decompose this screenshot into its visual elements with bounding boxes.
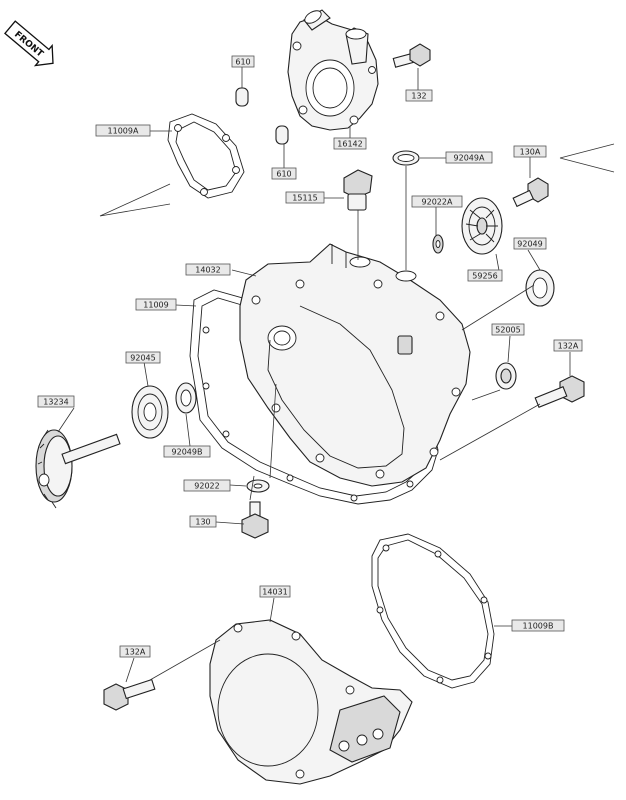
part-number-text: 92049A <box>454 154 485 163</box>
oil-seal-92049-icon <box>525 269 555 307</box>
part-number-text: 16142 <box>337 140 362 149</box>
bolt-132a-right-icon <box>534 375 585 408</box>
part-number-text: 132A <box>558 342 579 351</box>
part-label-p14032: 14032 <box>185 263 231 276</box>
part-label-box <box>135 298 177 311</box>
part-label-box <box>185 263 231 276</box>
part-label-p130a: 130A <box>513 145 547 158</box>
part-number-text: 92045 <box>130 354 155 363</box>
part-label-box <box>183 479 231 492</box>
front-arrow-badge: FRONT <box>4 20 54 67</box>
part-label-p610a: 610 <box>231 55 255 68</box>
part-label-p59256: 59256 <box>467 269 503 282</box>
part-number-text: 92049B <box>172 448 203 457</box>
engine-cover-14032-icon <box>239 243 471 487</box>
part-label-box <box>411 195 463 208</box>
part-label-box <box>259 585 291 598</box>
part-label-p15115: 15115 <box>285 191 325 204</box>
part-number-text: 92022A <box>422 198 453 207</box>
part-number-text: 14031 <box>262 588 287 597</box>
part-label-p52005: 52005 <box>491 323 525 336</box>
bearing-52005-icon <box>495 362 517 390</box>
part-number-text: 132 <box>411 92 426 101</box>
part-label-box <box>189 515 217 528</box>
part-label-box <box>285 191 325 204</box>
part-label-p132a_top: 132A <box>553 339 583 352</box>
part-label-p92045: 92045 <box>125 351 161 364</box>
part-label-box <box>513 237 547 250</box>
part-label-box <box>271 167 297 180</box>
guide-lines-right <box>559 143 615 173</box>
part-label-box <box>513 145 547 158</box>
part-label-p11009b: 11009B <box>511 619 565 632</box>
part-number-text: 11009 <box>143 301 168 310</box>
part-label-p11009a: 11009A <box>95 124 151 137</box>
part-label-p13234: 13234 <box>37 395 75 408</box>
part-label-p92049a: 92049A <box>445 151 493 164</box>
part-number-text: 130 <box>195 518 210 527</box>
part-number-text: 130A <box>520 148 541 157</box>
part-label-box <box>511 619 565 632</box>
part-label-p92022a: 92022A <box>411 195 463 208</box>
o-ring-92049a-icon <box>392 150 420 166</box>
part-number-text: 610 <box>235 58 250 67</box>
part-label-p11009: 11009 <box>135 298 177 311</box>
part-label-p16142: 16142 <box>333 137 367 150</box>
part-number-text: 92022 <box>194 482 219 491</box>
part-number-text: 13234 <box>43 398 68 407</box>
part-label-p92022: 92022 <box>183 479 231 492</box>
part-label-box <box>37 395 75 408</box>
impeller-59256-icon <box>461 197 503 255</box>
part-label-box <box>333 137 367 150</box>
part-labels: 610 132 11009A 16142 610 92049A 130A 15115 92022… <box>37 55 583 658</box>
part-label-box <box>163 445 211 458</box>
part-label-box <box>125 351 161 364</box>
part-number-text: 59256 <box>472 272 497 281</box>
guide-lines-left <box>99 183 171 217</box>
part-label-box <box>553 339 583 352</box>
part-number-text: 11009A <box>108 127 139 136</box>
part-label-p14031: 14031 <box>259 585 291 598</box>
part-label-box <box>119 645 151 658</box>
dowel-pin-610-upper-icon <box>235 87 249 107</box>
part-number-text: 11009B <box>523 622 554 631</box>
part-label-box <box>445 151 493 164</box>
part-label-p92049b: 92049B <box>163 445 211 458</box>
part-label-p610b: 610 <box>271 167 297 180</box>
washer-92022a-icon <box>432 234 444 254</box>
plug-15115-icon <box>343 169 373 211</box>
part-label-p92049: 92049 <box>513 237 547 250</box>
part-label-p132: 132 <box>405 89 433 102</box>
dowel-pin-610-lower-icon <box>275 125 289 145</box>
part-number-text: 15115 <box>292 194 317 203</box>
bolt-130a-icon <box>512 177 549 208</box>
drain-bolt-130-icon <box>241 501 269 539</box>
bearing-92045-icon <box>131 385 169 439</box>
part-label-box <box>467 269 503 282</box>
part-number-text: 92049 <box>517 240 542 249</box>
water-pump-cover-icon <box>287 9 379 131</box>
water-pump-gear-shaft-13234-icon <box>35 429 121 509</box>
washer-92022-icon <box>246 479 270 493</box>
part-label-p130: 130 <box>189 515 217 528</box>
part-label-box <box>231 55 255 68</box>
gasket-11009a-icon <box>167 113 245 199</box>
part-number-text: 132A <box>125 648 146 657</box>
bolt-132-icon <box>392 43 431 68</box>
part-label-box <box>405 89 433 102</box>
gasket-11009b-icon <box>371 533 495 689</box>
part-number-text: 14032 <box>195 266 220 275</box>
part-number-text: 610 <box>276 170 291 179</box>
bolt-132a-bottom-icon <box>103 678 156 711</box>
outer-cover-14031-icon <box>209 619 413 785</box>
part-label-p132a_bottom: 132A <box>119 645 151 658</box>
part-label-box <box>491 323 525 336</box>
oil-seal-92049b-icon <box>175 382 197 414</box>
leader-lines <box>57 66 571 683</box>
part-number-text: 52005 <box>495 326 520 335</box>
part-label-box <box>95 124 151 137</box>
